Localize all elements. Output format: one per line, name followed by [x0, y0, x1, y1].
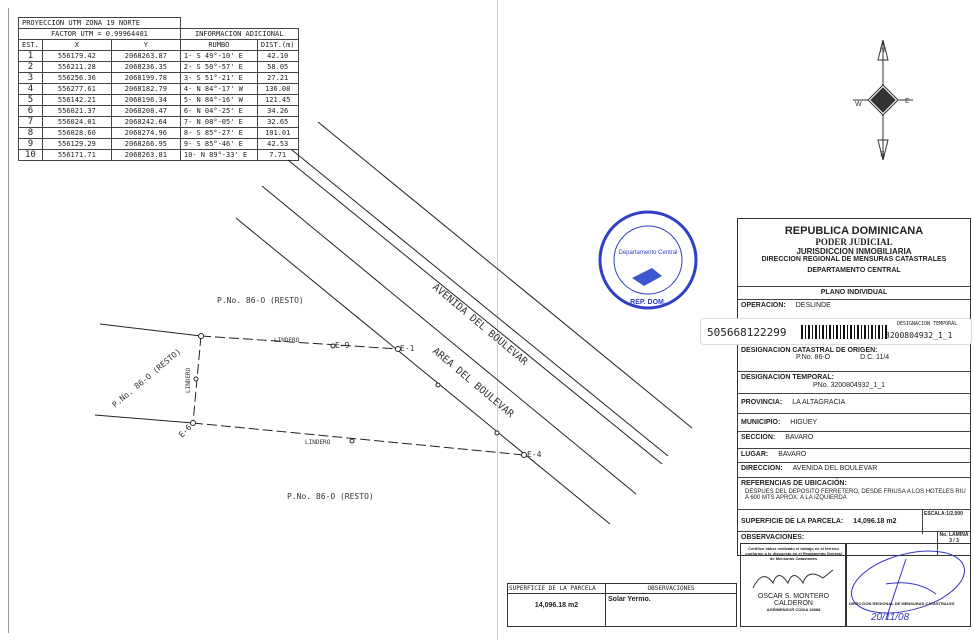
- seal-stamp: Departamento Central REP. DOM.: [598, 210, 698, 310]
- station-point: [494, 430, 500, 436]
- label: REFERENCIAS DE UBICACIÓN:: [741, 480, 847, 487]
- boundary-line: [99, 323, 202, 337]
- signature-date: 20/11/08: [871, 612, 910, 623]
- label: MUNICIPIO:: [741, 419, 781, 426]
- table-cell: 32.65: [256, 116, 299, 128]
- table-cell: 556171.71: [41, 149, 112, 161]
- plan-type: PLANO INDIVIDUAL: [738, 287, 970, 300]
- lindero-line: [192, 422, 525, 456]
- station-e1: E-1: [400, 344, 415, 353]
- surveyor-name: OSCAR S. MONTERO CALDERON: [757, 593, 830, 607]
- municipio-value: HIGUEY: [790, 419, 818, 426]
- origen-parcela: P.No. 86-O: [796, 354, 831, 361]
- lindero-label: LINDERO: [274, 337, 300, 344]
- director-signature-box: DIRECCION REGIONAL DE MENSURAS CATASTRAL…: [845, 543, 971, 627]
- label: DESIGNACION CATASTRAL DE ORIGEN:: [741, 347, 878, 354]
- svg-text:REP. DOM.: REP. DOM.: [630, 299, 666, 306]
- label: SUPERFICIE DE LA PARCELA: [508, 584, 605, 594]
- label: SUPERFICIE DE LA PARCELA:: [741, 518, 844, 525]
- lugar-value: BAVARO: [778, 451, 807, 458]
- direction: DIRECCION REGIONAL DE MENSURAS CATASTRAL…: [761, 256, 947, 263]
- station-point: [190, 420, 196, 426]
- parcel-label-bottom: P.No. 86-O (RESTO): [287, 492, 374, 501]
- certification: Certifico haber realizado el trabajo en …: [745, 546, 842, 561]
- lindero-label: LINDERO: [185, 367, 192, 393]
- referencias-value: DESPUES DEL DEPOSITO FERRETERO, DESDE FR…: [745, 489, 966, 501]
- table-cell: 10- N 89°-33' E: [179, 149, 258, 161]
- label: SECCION:: [741, 434, 776, 441]
- compass-e: E: [905, 98, 910, 105]
- station-e9: E-9: [335, 341, 350, 350]
- utm-coordinates-table: PROYECCION UTM ZONA 19 NORTE FACTOR UTM …: [18, 17, 299, 161]
- compass-icon: [853, 39, 913, 161]
- director-title: DIRECCION REGIONAL DE MENSURAS CATASTRAL…: [849, 601, 955, 606]
- parcel-label-top: P.No. 86-O (RESTO): [217, 296, 304, 305]
- judicial: PODER JUDICIAL: [815, 237, 893, 247]
- observaciones-value: Solar Yermo.: [608, 596, 651, 603]
- surface-observations-box: SUPERFICIE DE LA PARCELA 14,096.18 m2 OB…: [507, 583, 737, 627]
- road-line: [287, 159, 663, 465]
- lindero-label: LINDERO: [305, 439, 331, 446]
- compass-s: S: [880, 151, 885, 158]
- road-line: [291, 149, 669, 457]
- department: DEPARTAMENTO CENTRAL: [807, 267, 901, 274]
- label: DESIGNACION TEMPORAL:: [741, 374, 834, 381]
- label: PROVINCIA:: [741, 399, 783, 406]
- svg-text:Departamento Central: Departamento Central: [618, 250, 677, 256]
- station-point: [193, 376, 199, 382]
- label: OPERACION:: [741, 302, 786, 309]
- compass-n: N: [880, 47, 885, 54]
- title-block: REPUBLICA DOMINICANA PODER JUDICIAL JURI…: [737, 218, 971, 556]
- surveyor-license: AGRIMENSOR CODIA 19888: [766, 607, 821, 612]
- station-point: [198, 333, 204, 339]
- left-border: [8, 8, 9, 633]
- director-signature: [851, 550, 965, 620]
- superficie-value: 14,096.18 m2: [853, 518, 897, 525]
- barcode-icon: [801, 325, 889, 339]
- escala: ESCALA:1/2,000: [922, 510, 970, 534]
- seccion-value: BAVARO: [785, 434, 814, 441]
- road-line: [261, 185, 637, 495]
- operacion-value: DESLINDE: [795, 302, 831, 309]
- origen-dc: D.C. 11/4: [860, 354, 890, 361]
- superficie-value: 14,096.18 m2: [534, 602, 579, 609]
- compass-w: W: [855, 101, 862, 108]
- label: LUGAR:: [741, 451, 769, 458]
- road-line: [317, 121, 693, 429]
- temporal-value: PNo. 3200804932_1_1: [813, 382, 886, 389]
- station-e4: E-4: [527, 450, 542, 459]
- label: DIRECCION:: [741, 465, 783, 472]
- barcode-sticker: 505668122299 DESIGNACION TEMPORAL 320080…: [700, 318, 972, 345]
- area-label: AREA DEL BOULEVAR: [430, 346, 516, 421]
- country: REPUBLICA DOMINICANA: [784, 225, 924, 237]
- lindero-line: [200, 335, 399, 350]
- station-point: [349, 438, 355, 444]
- label: OBSERVACIONES: [606, 584, 736, 594]
- provincia-value: LA ALTAGRACIA: [792, 399, 846, 406]
- road-line: [235, 217, 611, 525]
- station-point: [395, 346, 401, 352]
- station-point: [330, 343, 336, 349]
- parcel-label-left: P.No. 86-O (RESTO): [111, 347, 183, 410]
- surveyor-signature: [752, 569, 834, 589]
- sticker-label: DESIGNACION TEMPORAL: [897, 321, 958, 327]
- table-cell: 7- N 08°-05' E: [179, 116, 258, 128]
- page-fold: [497, 0, 498, 640]
- sticker-value: 3200804932_1_1: [885, 331, 953, 340]
- label: OBSERVACIONES:: [741, 534, 805, 541]
- surveyor-signature-box: Certifico haber realizado el trabajo en …: [740, 543, 847, 627]
- station-point: [435, 382, 441, 388]
- jurisdiction: JURISDICCION INMOBILIARIA: [796, 247, 912, 256]
- station-point: [521, 452, 527, 458]
- boundary-line: [94, 414, 194, 424]
- direccion-value: AVENIDA DEL BOULEVAR: [792, 465, 878, 472]
- sticker-number: 505668122299: [707, 326, 787, 339]
